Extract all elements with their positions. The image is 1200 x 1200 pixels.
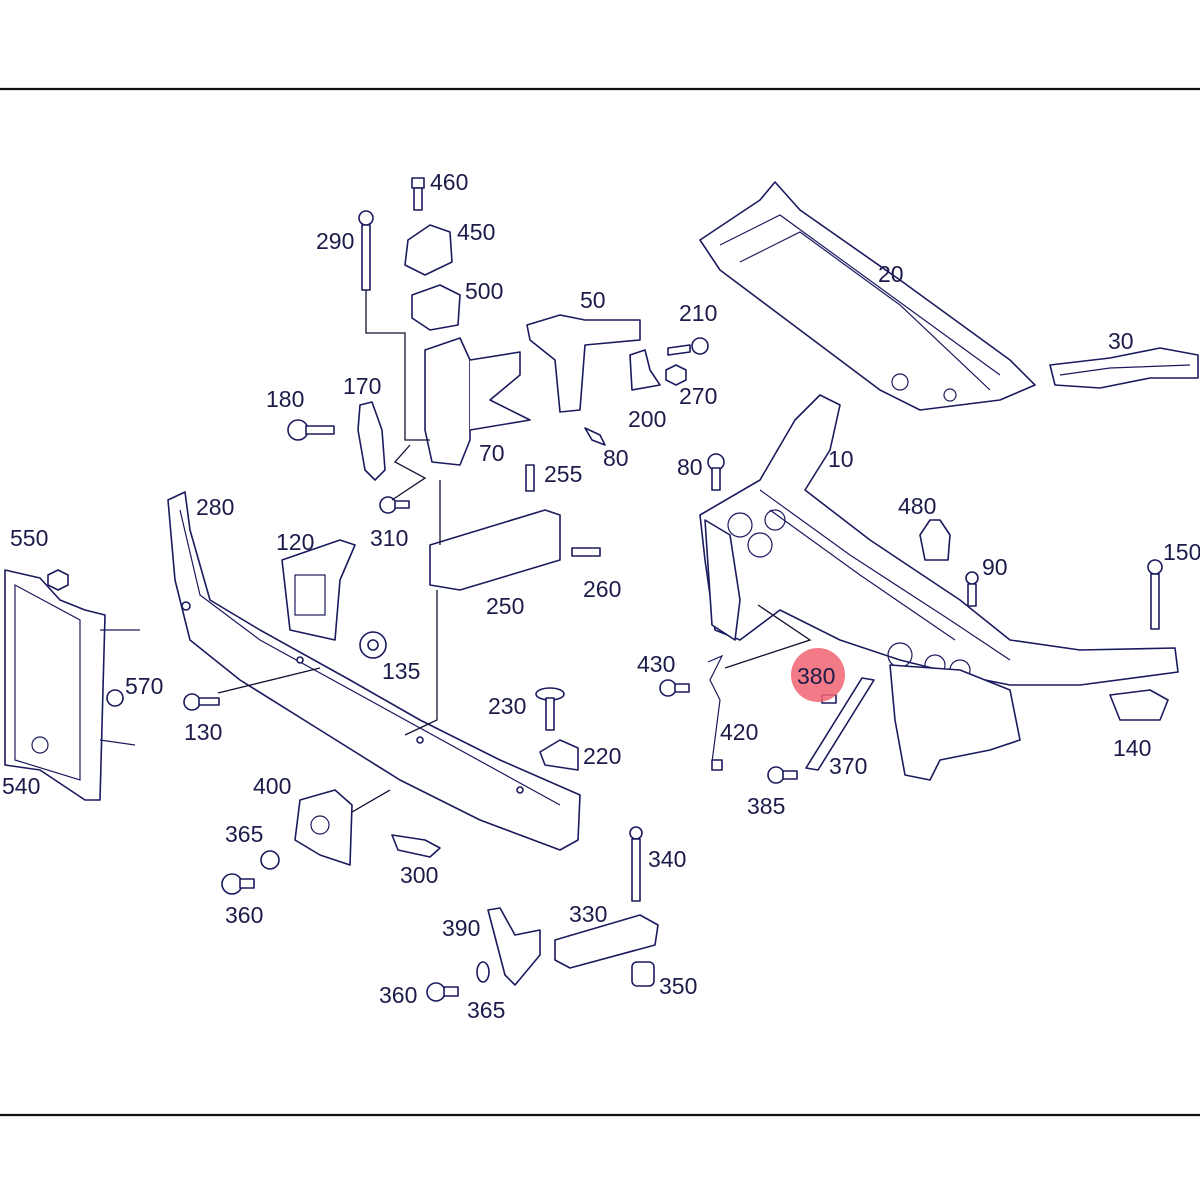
label-120: 120 [276,529,314,555]
label-90: 90 [982,554,1008,580]
label-330: 330 [569,901,607,927]
label-360-a: 360 [225,902,263,928]
part-120-bracket[interactable] [281,539,356,641]
part-385-bolt[interactable] [767,766,798,784]
part-290-rod[interactable] [358,210,374,291]
part-20-upper-crossmember[interactable] [699,181,1036,411]
part-360-bolt-a[interactable] [221,873,255,895]
part-370-strut[interactable] [805,677,875,771]
part-450-bracket[interactable] [404,224,453,276]
label-180: 180 [266,386,304,412]
label-150: 150 [1163,539,1200,565]
label-135: 135 [382,658,420,684]
part-90-screw[interactable] [965,571,979,607]
part-480-sensor[interactable] [919,519,951,561]
part-330-bumper-mount[interactable] [554,914,659,969]
label-210: 210 [679,300,717,326]
label-400: 400 [253,773,291,799]
label-550: 550 [10,525,48,551]
label-200: 200 [628,406,666,432]
label-365-a: 365 [225,821,263,847]
part-360-bolt-b[interactable] [426,982,459,1002]
part-365-washer-a[interactable] [260,850,280,870]
part-340-bolt[interactable] [629,826,643,902]
label-460: 460 [430,169,468,195]
part-135-washer[interactable] [359,631,387,659]
part-150-bolt[interactable] [1147,559,1163,630]
label-385: 385 [747,793,785,819]
label-360-b: 360 [379,982,417,1008]
label-365-b: 365 [467,997,505,1023]
label-170: 170 [343,373,381,399]
part-130-bolt[interactable] [183,693,220,711]
label-450: 450 [457,219,495,245]
label-80-lower: 80 [677,454,703,480]
part-300-plate[interactable] [391,834,441,858]
label-500: 500 [465,278,503,304]
part-280-bumper-beam[interactable] [167,491,581,851]
label-480: 480 [898,493,936,519]
label-130: 130 [184,719,222,745]
part-460-bolt[interactable] [411,177,425,211]
part-550-nut[interactable] [47,569,69,591]
part-250-bracket[interactable] [429,509,561,591]
label-220: 220 [583,743,621,769]
part-400-bracket[interactable] [294,789,353,866]
part-430-bolt[interactable] [659,679,690,697]
label-70: 70 [479,440,505,466]
part-70-lock-carrier[interactable] [424,337,531,466]
label-230: 230 [488,693,526,719]
label-255: 255 [544,461,582,487]
part-310-bolt[interactable] [379,496,410,514]
part-540-radiator-frame[interactable] [4,569,140,801]
part-570-grommet[interactable] [106,689,124,707]
label-350: 350 [659,973,697,999]
part-500-latch[interactable] [411,284,461,331]
part-80-bolt-upper[interactable] [584,427,606,446]
label-280: 280 [196,494,234,520]
part-260-bolt[interactable] [571,547,601,557]
label-420: 420 [720,719,758,745]
label-30: 30 [1108,328,1134,354]
label-20: 20 [878,261,904,287]
label-260: 260 [583,576,621,602]
label-380: 380 [797,663,835,689]
label-390: 390 [442,915,480,941]
part-140-bracket[interactable] [1109,689,1169,721]
part-350-bushing[interactable] [631,961,655,987]
part-390-bracket[interactable] [487,907,541,986]
part-80-bolt-lower[interactable] [707,453,725,491]
part-170-bracket[interactable] [357,401,386,481]
part-420-hose[interactable] [707,654,724,771]
part-180-bolt[interactable] [287,419,335,441]
part-200-bracket[interactable] [629,349,661,391]
part-255-screw[interactable] [525,464,535,492]
label-300: 300 [400,862,438,888]
label-370: 370 [829,753,867,779]
label-310: 310 [370,525,408,551]
part-210-bolt[interactable] [667,337,709,356]
label-340: 340 [648,846,686,872]
part-50-hinge-bracket[interactable] [526,314,641,413]
part-365-washer-b[interactable] [476,961,490,983]
label-80-upper: 80 [603,445,629,471]
highlight-marker-380 [791,648,845,702]
label-250: 250 [486,593,524,619]
label-290: 290 [316,228,354,254]
label-540: 540 [2,773,40,799]
part-30-bracket[interactable] [1049,347,1199,389]
label-140: 140 [1113,735,1151,761]
callout-labels: 10 20 30 50 70 80 80 90 120 130 135 140 … [2,169,1200,1023]
leader-lines [217,290,812,813]
part-230-bolt[interactable] [535,687,565,731]
part-220-bracket[interactable] [539,739,579,771]
label-430: 430 [637,651,675,677]
label-10: 10 [828,446,854,472]
label-270: 270 [679,383,717,409]
label-570: 570 [125,673,163,699]
label-50: 50 [580,287,606,313]
part-10-front-module[interactable] [699,394,1179,781]
part-270-nut[interactable] [665,364,687,386]
